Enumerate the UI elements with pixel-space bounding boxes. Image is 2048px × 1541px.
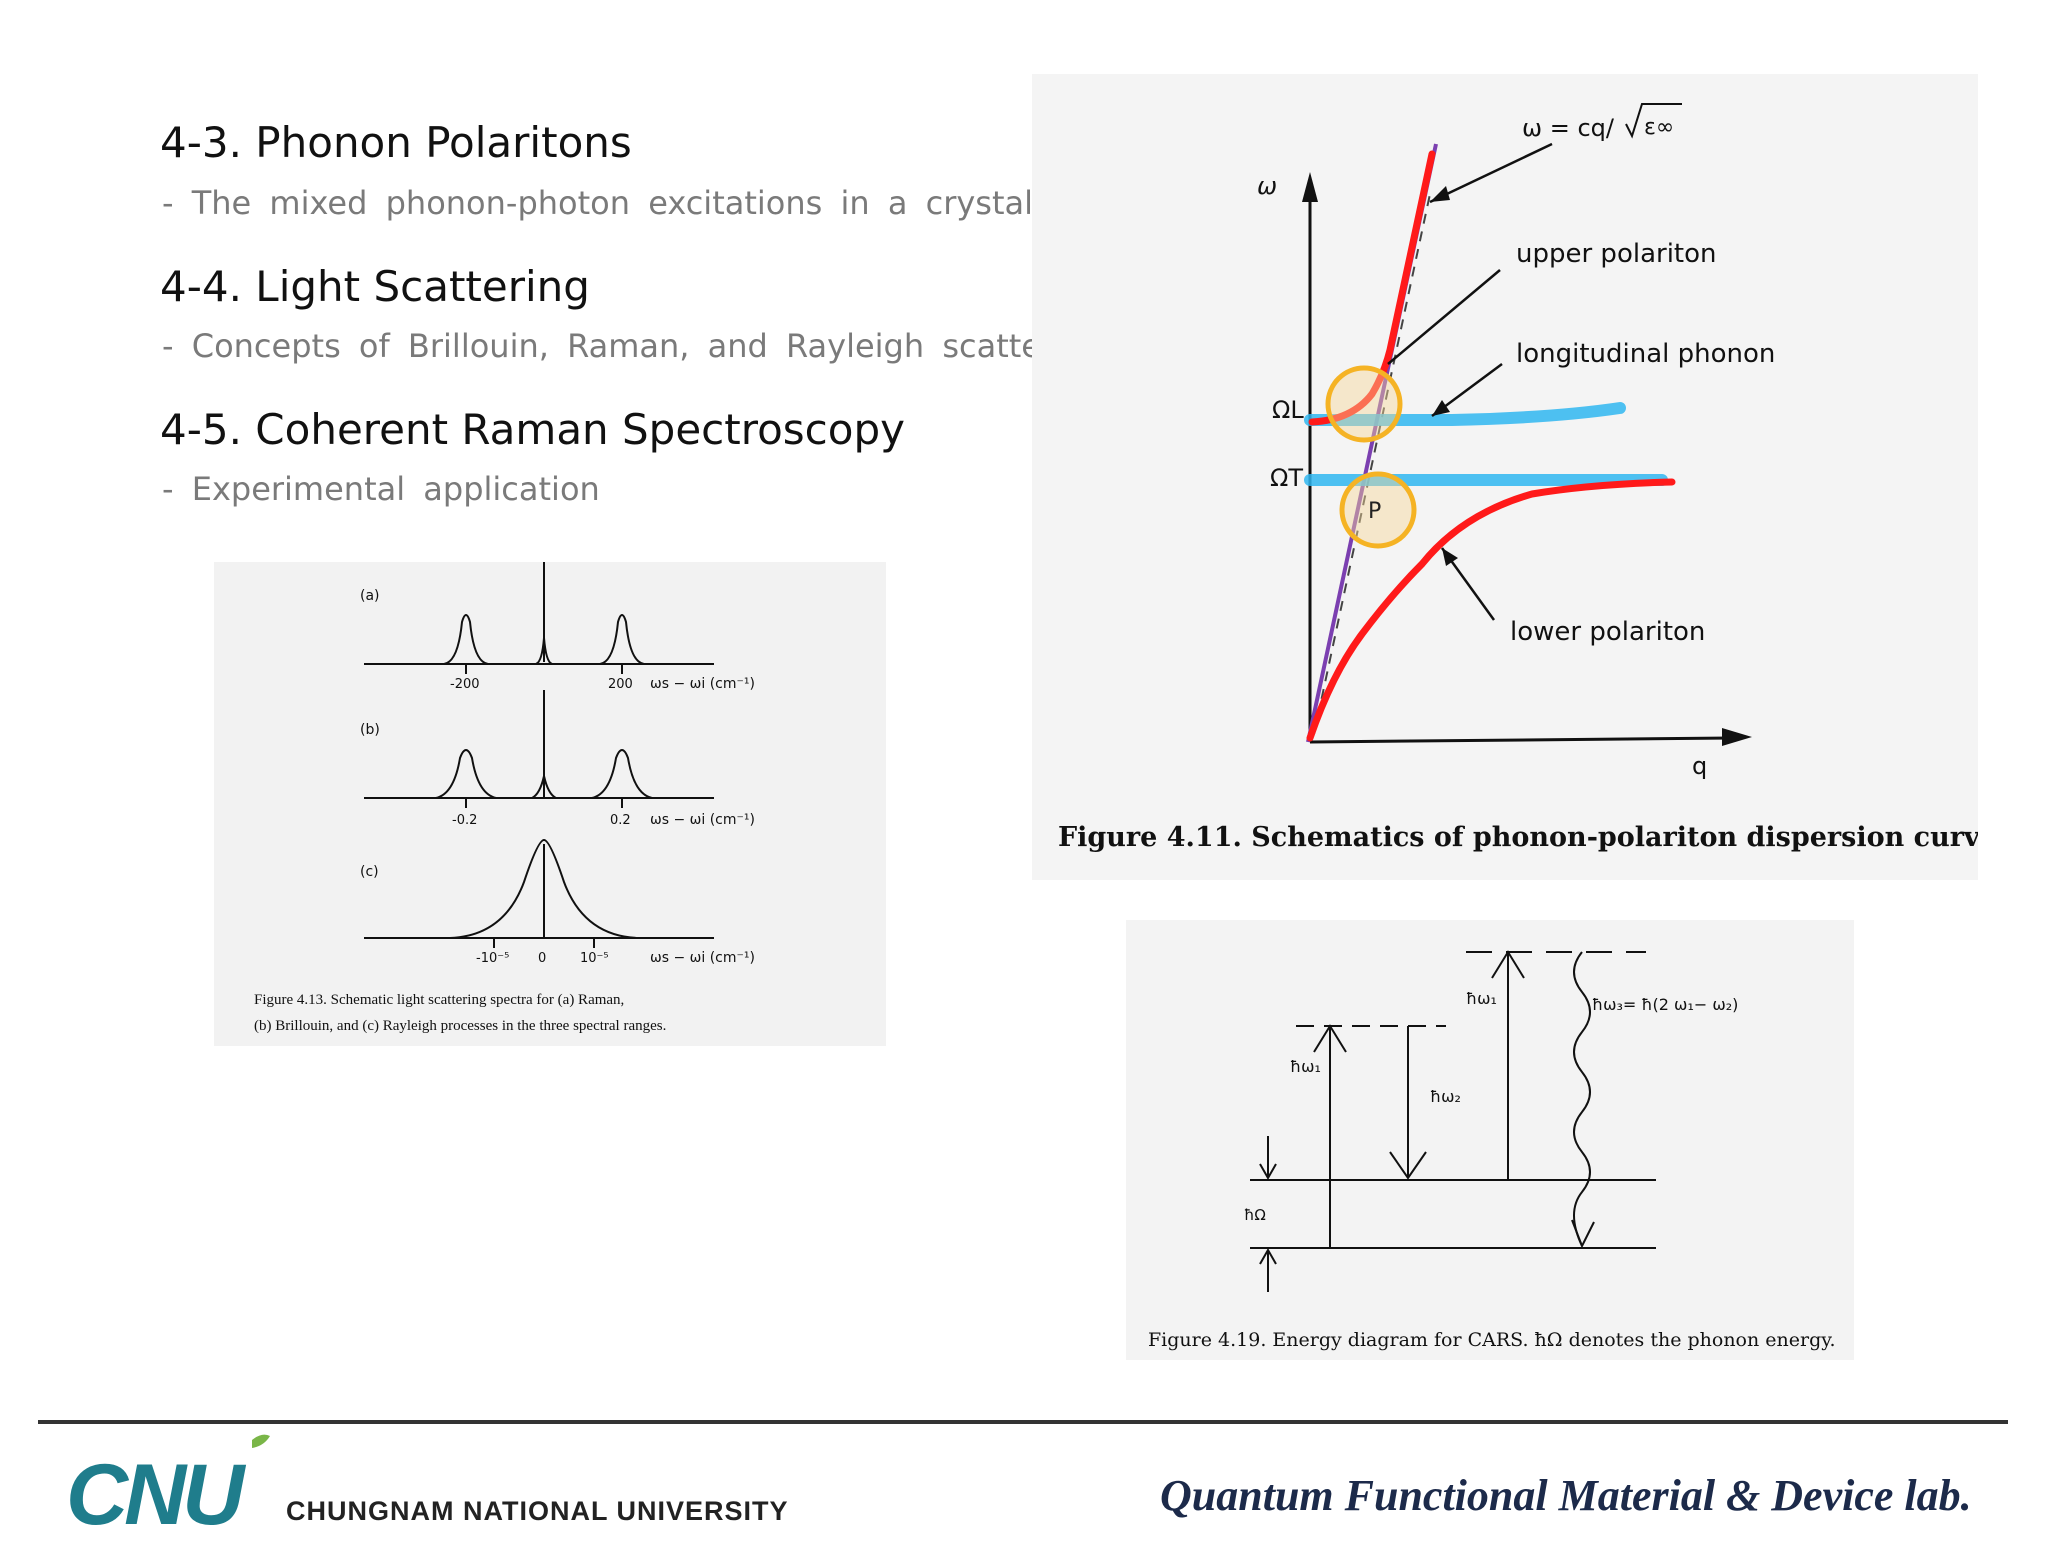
tick-a-neg: -200 (450, 677, 480, 692)
spectrum-a-stokes-peak (443, 614, 489, 665)
section-subtitle-coherent-raman: - Experimental application (162, 470, 600, 508)
section-title-coherent-raman: 4-5. Coherent Raman Spectroscopy (160, 405, 905, 454)
section-subtitle-light-scattering: - Concepts of Brillouin, Raman, and Rayl… (162, 327, 1064, 365)
lower-polariton-label: lower polariton (1510, 617, 1705, 647)
hOmega-label: ħΩ (1244, 1206, 1266, 1224)
axis-unit-c: ωs − ωi (cm⁻¹) (650, 950, 755, 966)
lower-polariton-curve (1306, 478, 1676, 742)
scattering-spectra-plot: (a) -200 200 ωs − ωi (cm⁻¹) (b) -0.2 0.2… (254, 562, 755, 1034)
y-axis-arrow (1302, 172, 1318, 202)
hw2-label: ħω₂ (1430, 1087, 1461, 1106)
figure-4-13-panel: (a) -200 200 ωs − ωi (cm⁻¹) (b) -0.2 0.2… (214, 562, 886, 1046)
omega-l-label: ΩL (1272, 396, 1304, 424)
section-title-light-scattering: 4-4. Light Scattering (160, 262, 590, 311)
x-axis-arrow (1722, 728, 1752, 746)
photon-dashed-line (1313, 193, 1431, 735)
hw1-right-label: ħω₁ (1466, 989, 1497, 1008)
x-axis (1309, 736, 1733, 744)
spectrum-b-label: (b) (360, 722, 380, 738)
figure-4-11-caption: Figure 4.11. Schematics of phonon-polari… (1058, 822, 1978, 853)
axis-unit-a: ωs − ωi (cm⁻¹) (650, 676, 755, 692)
figure-4-13-caption-line2: (b) Brillouin, and (c) Rayleigh processe… (254, 1018, 666, 1034)
tick-b-pos: 0.2 (610, 813, 631, 828)
anticrossing-circle-upper (1325, 365, 1403, 443)
tick-c-zero: 0 (538, 951, 546, 966)
spectrum-b-antistokes-peak (591, 749, 653, 799)
section-title-phonon-polaritons: 4-3. Phonon Polaritons (160, 118, 632, 167)
spectrum-a-antistokes-peak (599, 614, 645, 665)
upper-polariton-arrow (1387, 269, 1501, 365)
spectrum-c-label: (c) (360, 864, 379, 880)
cars-energy-diagram: ħω₁ ħω₂ ħω₁ ħω₃= ħ(2 ω₁− ω₂) ħΩ Figure 4… (1148, 950, 1836, 1351)
spectrum-c-rayleigh-peak (449, 838, 639, 939)
cnu-logo: CNU (66, 1432, 276, 1541)
omega-axis-label: ω (1257, 172, 1277, 200)
tick-a-pos: 200 (608, 677, 633, 692)
longitudinal-phonon-line (1304, 402, 1626, 426)
upper-polariton-label: upper polariton (1516, 239, 1717, 269)
photon-equation-epsilon: ε∞ (1644, 115, 1674, 140)
phonon-polariton-dispersion-plot: ω = cq/ ε∞ ω q ΩL ΩT P upper polariton l… (1058, 103, 2021, 853)
axis-unit-b: ωs − ωi (cm⁻¹) (650, 812, 755, 828)
lab-name: Quantum Functional Material & Device lab… (1160, 1471, 1972, 1520)
spectrum-b-stokes-peak (435, 749, 497, 799)
sqrt-sign (1625, 103, 1682, 139)
figure-4-11-panel: ω = cq/ ε∞ ω q ΩL ΩT P upper polariton l… (1032, 74, 2021, 880)
figure-4-19-panel: ħω₁ ħω₂ ħω₁ ħω₃= ħ(2 ω₁− ω₂) ħΩ Figure 4… (1126, 920, 1854, 1360)
figure-4-13-caption-line1: Figure 4.13. Schematic light scattering … (254, 992, 624, 1008)
q-axis-label: q (1692, 752, 1707, 780)
upper-polariton-curve (1308, 150, 1436, 426)
photon-equation-lhs: ω = cq/ (1522, 114, 1615, 142)
hw3-label: ħω₃= ħ(2 ω₁− ω₂) (1592, 995, 1738, 1014)
logo-leaf-icon (252, 1434, 270, 1448)
figure-4-19-caption: Figure 4.19. Energy diagram for CARS. ħΩ… (1148, 1329, 1836, 1351)
university-name: CHUNGNAM NATIONAL UNIVERSITY (286, 1496, 789, 1526)
footer-divider (38, 1420, 2008, 1424)
p-label: P (1368, 499, 1381, 524)
tick-c-pos: 10⁻⁵ (580, 951, 609, 966)
tick-b-neg: -0.2 (452, 813, 477, 828)
anticrossing-circle-lower (1339, 471, 1417, 549)
section-subtitle-phonon-polaritons: - The mixed phonon-photon excitations in… (162, 184, 1034, 222)
longitudinal-phonon-label: longitudinal phonon (1516, 339, 1775, 369)
logo-text: CNU (66, 1447, 246, 1536)
antistokes-wave (1573, 951, 1591, 1247)
tick-c-neg: -10⁻⁵ (476, 951, 509, 966)
hw1-left-label: ħω₁ (1290, 1057, 1321, 1076)
spectrum-a-center (535, 637, 553, 665)
spectrum-a-label: (a) (360, 588, 380, 604)
photon-arrow (1429, 142, 1553, 204)
omega-t-label: ΩT (1270, 464, 1303, 492)
